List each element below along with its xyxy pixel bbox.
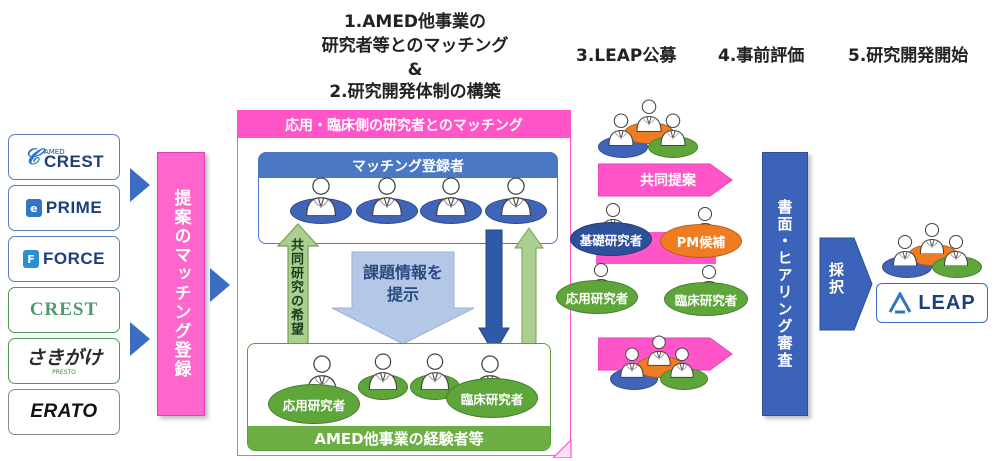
prime-label: PRIME [45,198,103,217]
basic-researcher-oval: 基礎研究者 [570,222,652,256]
step2-title: 2.研究開発体制の構築 [329,82,501,102]
joint-proposal-arrow-icon [598,163,733,197]
registrant-person-4-icon [498,176,534,216]
collab-wish-label: 共同研究の希望 [288,238,303,336]
left-arrow-top-icon [130,168,150,202]
step5-title: 5.研究開発開始 [848,46,969,66]
step3-title: 3.LEAP公募 [576,46,677,66]
team-bottom-person-3-icon [668,346,696,378]
proposal-applied-researcher-oval: 応用研究者 [556,280,638,314]
erato-logo: ERATO [8,389,120,435]
team-top-person-1-icon [606,112,636,146]
prime-mark-icon: e [25,199,42,217]
leap-mark-icon [889,292,912,314]
sakigake-logo: さきがけ PRESTO [8,338,120,384]
adopt-label: 採択 [827,262,845,296]
bar-to-panel-arrow-icon [210,268,230,302]
team-top-person-3-icon [658,112,688,146]
amed-crest-logo: 𝒞 AMED CREST [8,134,120,180]
folded-corner-icon [553,438,572,458]
registrant-person-2-icon [369,176,405,216]
experienced-researchers-label: AMED他事業の経験者等 [248,426,550,450]
step4-title: 4.事前評価 [718,46,805,66]
final-team-person-3-icon [941,234,971,266]
registrant-person-1-icon [303,176,339,216]
sakigake-sub-label: PRESTO [52,368,76,376]
registrant-person-3-icon [433,176,469,216]
leap-logo: LEAP [876,283,988,323]
pm-candidate-oval: PM候補 [660,224,742,258]
prime-logo: e PRIME [8,185,120,231]
matching-panel-header: 応用・臨床側の研究者とのマッチング [238,111,570,138]
amed-crest-label: CREST [43,152,105,171]
step1-title-line1: 1.AMED他事業の [343,12,487,32]
proposal-clinical-researcher-oval: 臨床研究者 [664,282,748,316]
light-green-up-arrow-icon [514,227,544,353]
erato-label: ERATO [30,401,98,422]
proposal-matching-registration-bar: 提案のマッチング登録 [157,152,205,416]
amed-crest-mark-icon: 𝒞 [23,144,40,169]
jst-crest-logo: CREST [8,287,120,333]
issue-info-label-line2: 提示 [386,285,419,304]
document-hearing-review-bar: 書面・ヒアリング審査 [762,152,808,416]
left-arrow-bottom-icon [130,322,150,356]
force-label: FORCE [43,249,105,268]
dark-blue-down-arrow-icon [478,229,510,356]
step1-ampersand: & [407,60,423,80]
final-team-person-1-icon [890,234,920,266]
matching-registrants-header: マッチング登録者 [259,153,557,178]
experienced-person-2-icon [366,352,400,390]
amed-crest-small-label: AMED [43,148,65,156]
jst-crest-label: CREST [29,299,99,320]
issue-info-label: 課題情報を 提示 [350,262,456,306]
issue-info-label-line1: 課題情報を [362,263,443,282]
sakigake-label: さきがけ [25,346,102,369]
joint-proposal-label: 共同提案 [640,173,696,189]
experienced-clinical-researcher: 臨床研究者 [446,378,538,418]
team-bottom-person-1-icon [618,346,646,378]
experienced-person-3-icon [418,352,452,390]
leap-label: LEAP [918,291,976,314]
issue-info-arrow-icon [331,251,475,345]
step1-title-line2: 研究者等とのマッチング [321,36,509,56]
force-mark-icon: F [23,250,39,268]
experienced-applied-researcher: 応用研究者 [268,384,360,424]
adopt-arrow-icon [819,237,873,331]
force-logo: F FORCE [8,236,120,282]
